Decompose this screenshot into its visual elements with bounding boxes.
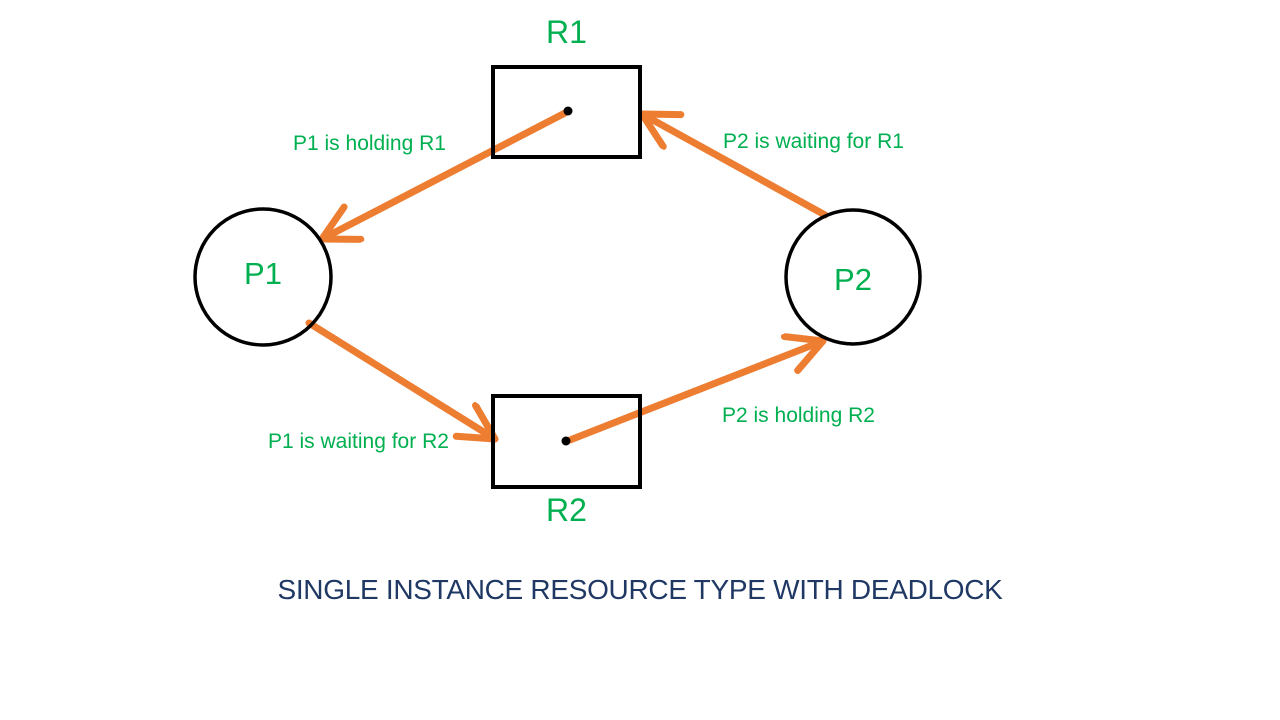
edge-label-p1-waiting-r2: P1 is waiting for R2 xyxy=(268,430,449,453)
resource-instance-dot-r2 xyxy=(561,436,571,446)
node-label-r1: R1 xyxy=(546,14,587,50)
diagram-caption: SINGLE INSTANCE RESOURCE TYPE WITH DEADL… xyxy=(277,574,1003,605)
process-circle-p1 xyxy=(193,207,333,347)
node-label-p2: P2 xyxy=(834,262,872,297)
resource-instance-dot-r1 xyxy=(563,106,573,116)
edge-p2-waiting-r1 xyxy=(642,114,829,219)
resource-box-r2 xyxy=(491,394,642,489)
node-label-r2: R2 xyxy=(546,492,587,528)
edge-label-p2-holding-r2: P2 is holding R2 xyxy=(722,404,875,427)
edge-p1-waiting-r2 xyxy=(305,319,495,439)
process-circle-p2 xyxy=(784,208,922,346)
edge-label-p1-holding-r1: P1 is holding R1 xyxy=(293,132,446,155)
edge-p2-holding-r2 xyxy=(566,341,823,444)
node-label-p1: P1 xyxy=(244,256,282,291)
resource-box-r1 xyxy=(491,65,642,159)
edge-p1-holding-r1 xyxy=(322,109,569,239)
edge-label-p2-waiting-r1: P2 is waiting for R1 xyxy=(723,130,904,153)
